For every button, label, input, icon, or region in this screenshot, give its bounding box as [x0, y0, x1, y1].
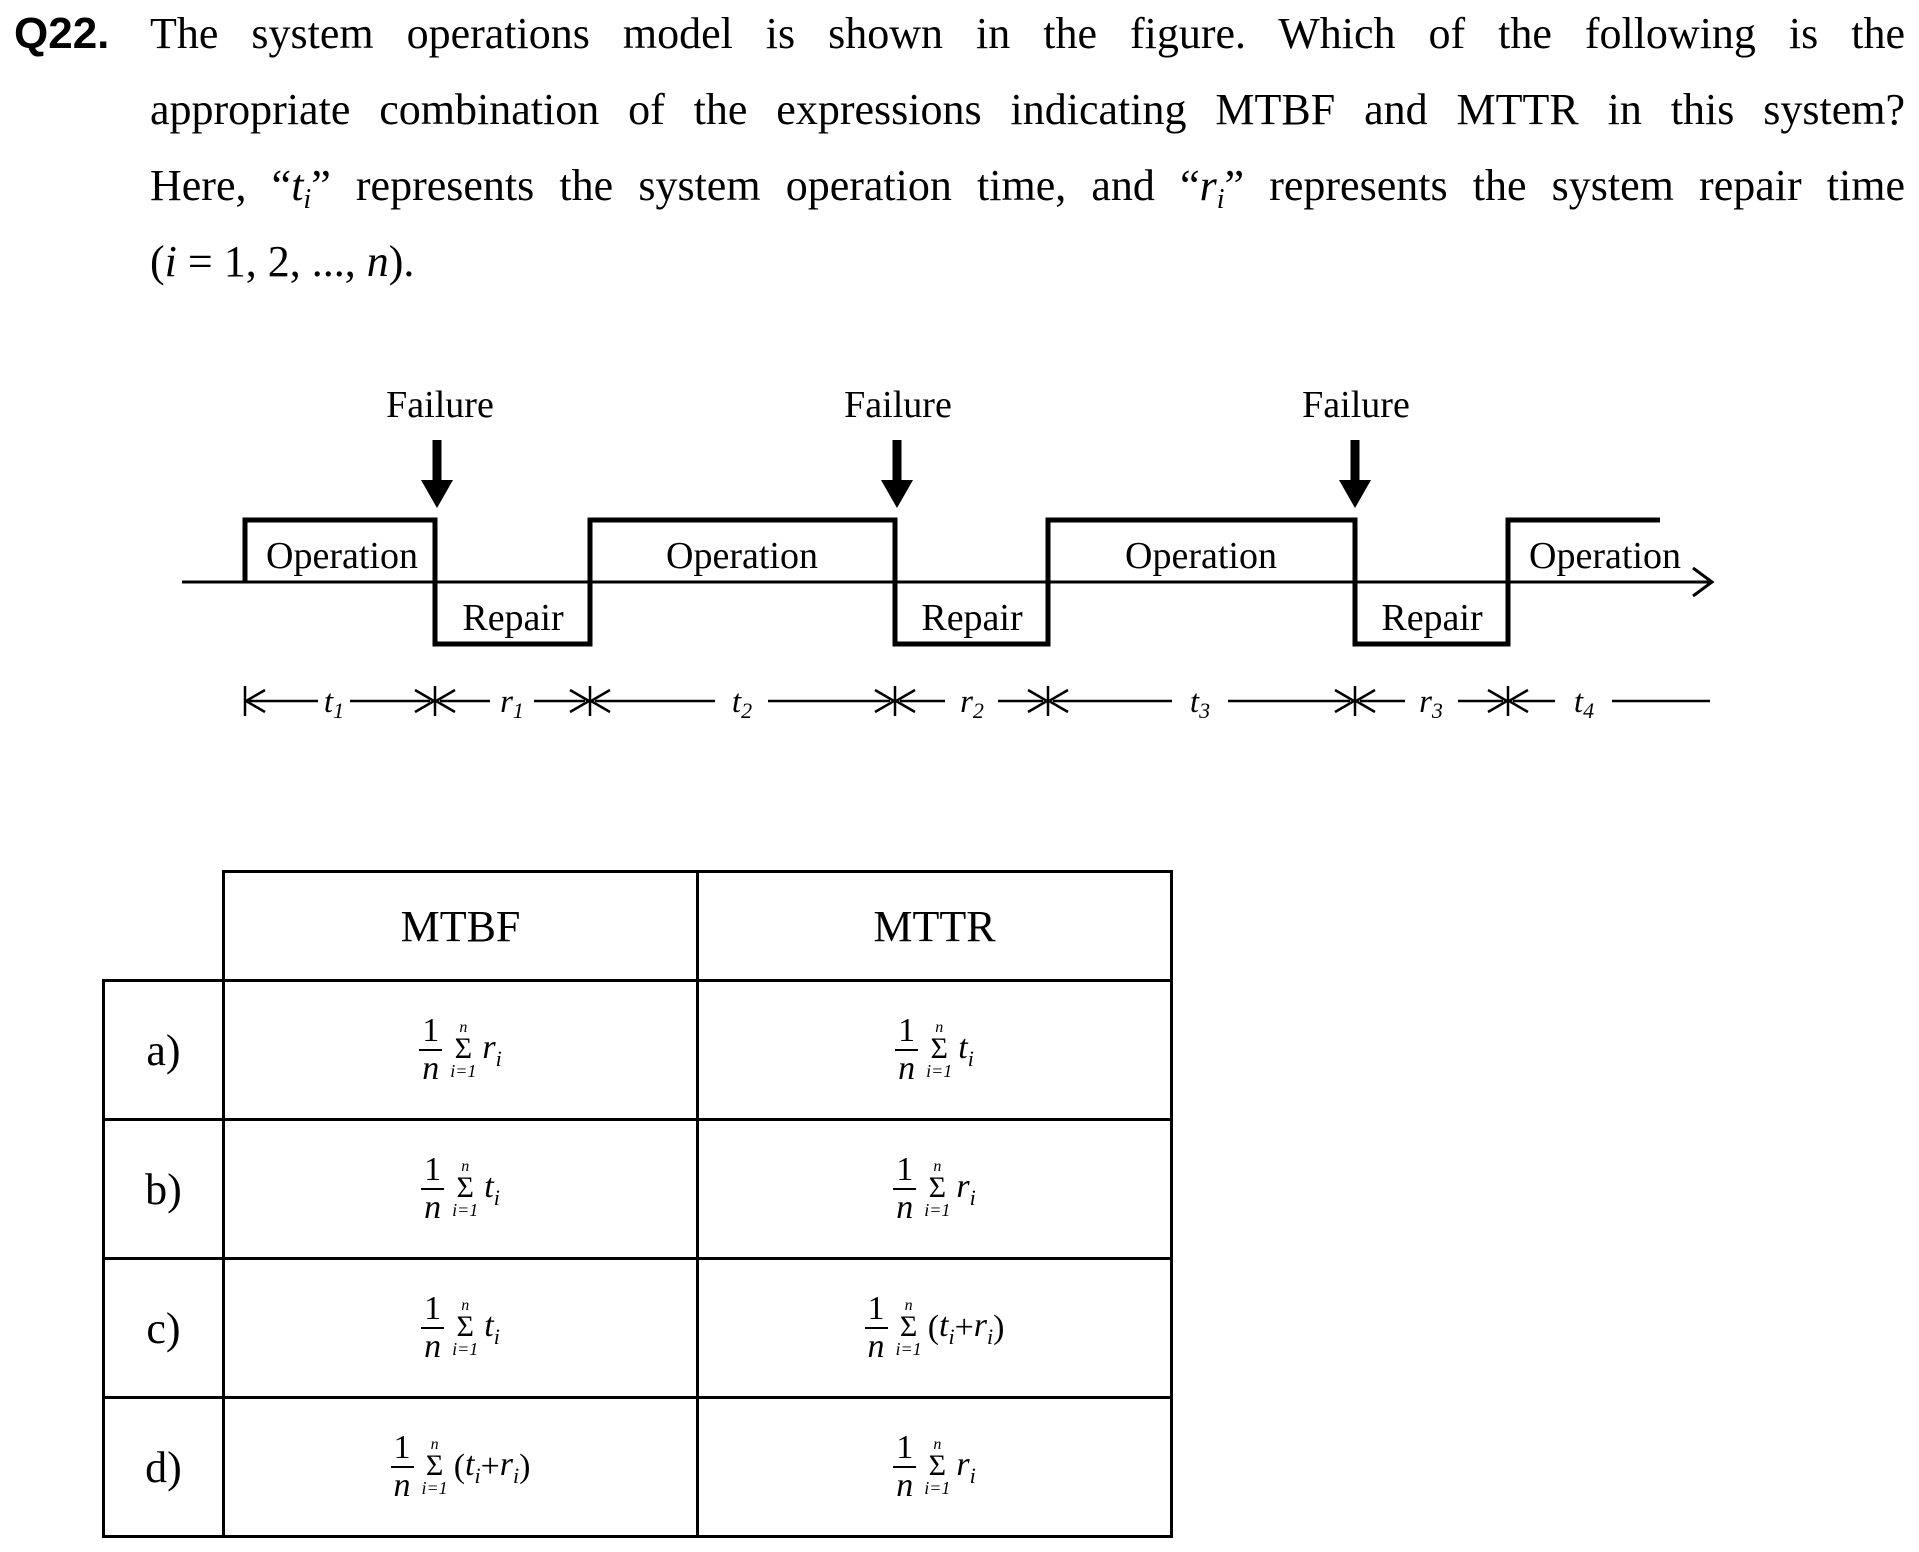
- repair-label-2: Repair: [921, 597, 1023, 639]
- question-line-4: (i = 1, 2, ..., n).: [150, 237, 415, 286]
- repair-label-1: Repair: [462, 597, 564, 639]
- failure-label-2: Failure: [844, 384, 952, 426]
- time-axis-arrowhead: [1692, 566, 1715, 598]
- operation-label-4: Operation: [1529, 535, 1681, 577]
- failure-label-3: Failure: [1302, 384, 1410, 426]
- interval-label-r3: r3: [1419, 684, 1443, 723]
- interval-dimension-line: [243, 686, 1710, 716]
- operations-model-diagram: Failure Failure Failure Operation Operat…: [182, 384, 1715, 723]
- operation-label-1: Operation: [266, 535, 418, 577]
- interval-label-r2: r2: [960, 684, 984, 723]
- table-header-row: MTBF MTTR: [104, 870, 1173, 982]
- table-corner: [104, 872, 224, 981]
- failure-label-1: Failure: [386, 384, 494, 426]
- interval-label-t1: t1: [324, 684, 344, 723]
- interval-label-t2: t2: [732, 684, 752, 723]
- option-label-d: d): [102, 1396, 225, 1538]
- operation-label-2: Operation: [666, 535, 818, 577]
- option-label-a: a): [102, 979, 225, 1121]
- question-number: Q22.: [14, 9, 110, 58]
- header-mttr: MTTR: [696, 870, 1173, 982]
- interval-label-t3: t3: [1190, 684, 1210, 723]
- state-waveform: [242, 517, 1660, 647]
- question-line-1: The system operations model is shown in …: [150, 9, 1905, 58]
- repair-label-3: Repair: [1381, 597, 1483, 639]
- question-line-2: appropriate combination of the expressio…: [150, 85, 1905, 134]
- failure-arrow-3: [1339, 440, 1371, 508]
- failure-arrow-1: [421, 440, 453, 508]
- interval-label-t4: t4: [1574, 684, 1594, 723]
- interval-label-r1: r1: [500, 684, 524, 723]
- option-label-b: b): [102, 1118, 225, 1260]
- operation-label-3: Operation: [1125, 535, 1277, 577]
- failure-arrow-2: [881, 440, 913, 508]
- question-line-3: Here, “ti” represents the system operati…: [150, 161, 1905, 215]
- option-label-c: c): [102, 1257, 225, 1399]
- header-mtbf: MTBF: [222, 870, 699, 982]
